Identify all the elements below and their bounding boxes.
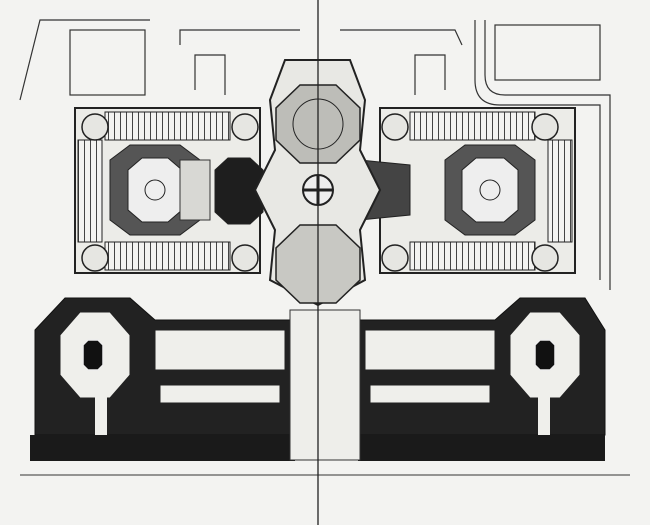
- block-top-left: [69, 29, 146, 96]
- right-wing: [358, 107, 576, 274]
- street-lines: [19, 19, 611, 290]
- left-garden-octagon: [82, 339, 104, 371]
- left-wing: [74, 107, 264, 274]
- left-courtyard-octagon: [127, 157, 183, 223]
- right-garden: [359, 297, 606, 460]
- left-dark-octagon: [214, 157, 264, 225]
- central-plaza: [289, 309, 361, 461]
- left-bottom-strip: [30, 435, 295, 461]
- left-garden: [34, 297, 291, 460]
- right-bottom-strip: [358, 435, 605, 461]
- right-garden-octagon: [534, 339, 556, 371]
- right-courtyard-octagon: [461, 157, 519, 223]
- block-top-right: [494, 24, 601, 81]
